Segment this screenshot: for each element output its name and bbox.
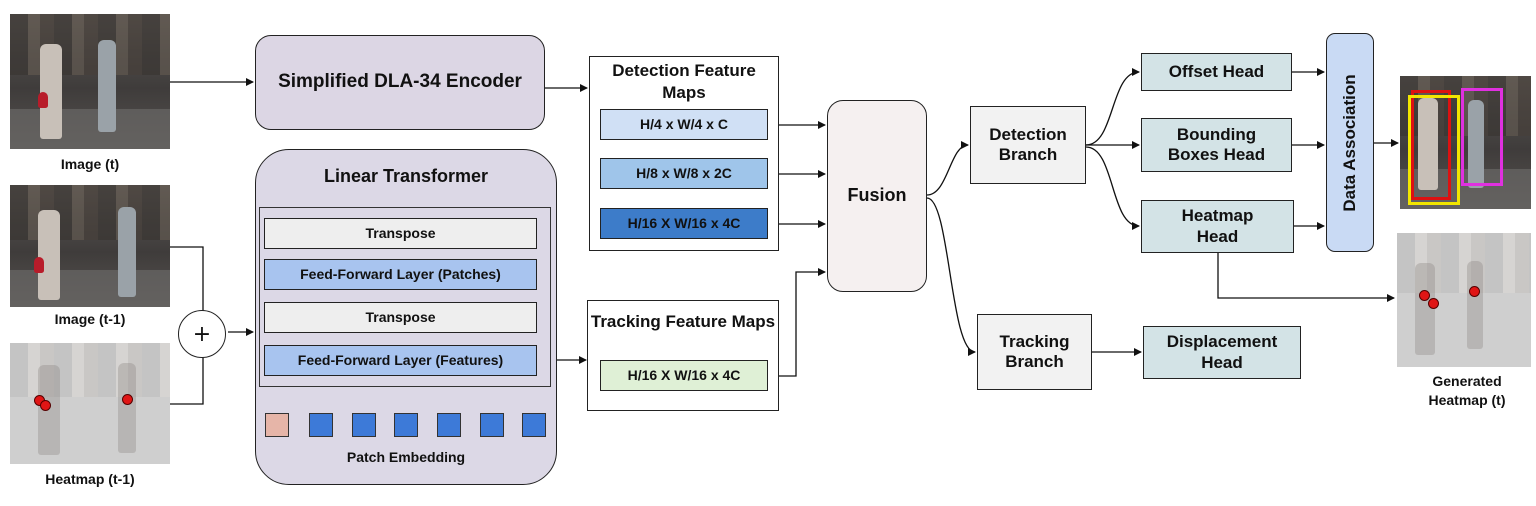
detection-map-1-label: H/4 x W/4 x C [640, 116, 728, 133]
image-t-label: Image (t) [60, 156, 120, 172]
transpose-layer-2: Transpose [264, 302, 537, 333]
plus-operator: + [178, 310, 226, 358]
line-heatmap-to-plus [170, 357, 204, 405]
heatmap-head-label: Heatmap Head [1181, 206, 1254, 246]
detection-maps-title: Detection Feature Maps [612, 61, 756, 103]
image-t1-label: Image (t-1) [54, 311, 126, 327]
output-tracked-photo [1400, 76, 1531, 209]
bbox-yellow [1408, 95, 1460, 205]
generated-heatmap-photo [1397, 233, 1531, 367]
displacement-head-label: Displacement Head [1166, 332, 1278, 372]
heatmap-head-box: Heatmap Head [1141, 200, 1294, 253]
displacement-head-box: Displacement Head [1143, 326, 1301, 379]
data-association-label: Data Association [1340, 74, 1359, 212]
bbox-red [1411, 90, 1451, 200]
arrow-detection-to-heatmap [1085, 146, 1140, 230]
detection-map-2-label: H/8 x W/8 x 2C [636, 165, 732, 182]
detection-map-1: H/4 x W/4 x C [600, 109, 768, 140]
patch-embedding-label: Patch Embedding [346, 449, 466, 465]
arrow-detection-to-offset [1085, 68, 1140, 146]
bbox-magenta [1461, 88, 1503, 186]
patch-token [309, 413, 333, 437]
detection-branch-label: Detection Branch [989, 124, 1067, 164]
detection-map-3-label: H/16 X W/16 x 4C [627, 215, 741, 232]
ff-features-layer: Feed-Forward Layer (Features) [264, 345, 537, 376]
tracking-map-1-label: H/16 X W/16 x 4C [627, 367, 741, 384]
transpose-1-label: Transpose [365, 225, 436, 242]
arrow-tracking-to-fusion [768, 268, 826, 377]
fusion-box: Fusion [827, 100, 927, 292]
line-image-t1-to-plus [170, 246, 204, 312]
transformer-layers-frame [259, 207, 551, 387]
patch-token [522, 413, 546, 437]
arrow-fusion-to-tracking [926, 197, 976, 356]
patch-token [437, 413, 461, 437]
tracking-maps-box [587, 300, 779, 411]
heatmap-t1-photo [10, 343, 170, 464]
generated-heatmap-label: Generated Heatmap (t) [1428, 373, 1506, 408]
ff-patches-layer: Feed-Forward Layer (Patches) [264, 259, 537, 290]
patch-token [394, 413, 418, 437]
tracking-maps-title: Tracking Feature Maps [590, 312, 776, 331]
ff-features-label: Feed-Forward Layer (Features) [297, 352, 504, 369]
offset-head-label: Offset Head [1168, 61, 1265, 81]
heatmap-t1-label: Heatmap (t-1) [45, 471, 135, 487]
encoder-label: Simplified DLA-34 Encoder [278, 71, 522, 93]
image-t1-photo [10, 185, 170, 307]
tracking-map-1: H/16 X W/16 x 4C [600, 360, 768, 391]
transformer-title: Linear Transformer [323, 166, 489, 186]
fusion-label: Fusion [847, 185, 907, 206]
transpose-layer-1: Transpose [264, 218, 537, 249]
detection-map-2: H/8 x W/8 x 2C [600, 158, 768, 189]
patch-token [352, 413, 376, 437]
ff-patches-label: Feed-Forward Layer (Patches) [300, 266, 501, 283]
patch-token-pos [265, 413, 289, 437]
arrow-fusion-to-detection [926, 141, 969, 196]
image-t-photo [10, 14, 170, 149]
offset-head-box: Offset Head [1141, 53, 1292, 91]
detection-branch-box: Detection Branch [970, 106, 1086, 184]
patch-token [480, 413, 504, 437]
dla34-encoder-box: Simplified DLA-34 Encoder [255, 35, 545, 130]
data-association-box [1326, 33, 1374, 252]
detection-map-3: H/16 X W/16 x 4C [600, 208, 768, 239]
bbox-head-box: Bounding Boxes Head [1141, 118, 1292, 172]
tracking-branch-label: Tracking Branch [999, 331, 1070, 371]
bbox-head-label: Bounding Boxes Head [1167, 124, 1266, 164]
arrow-heatmap-to-generated [1217, 253, 1395, 302]
tracking-branch-box: Tracking Branch [977, 314, 1092, 390]
transpose-2-label: Transpose [365, 309, 436, 326]
